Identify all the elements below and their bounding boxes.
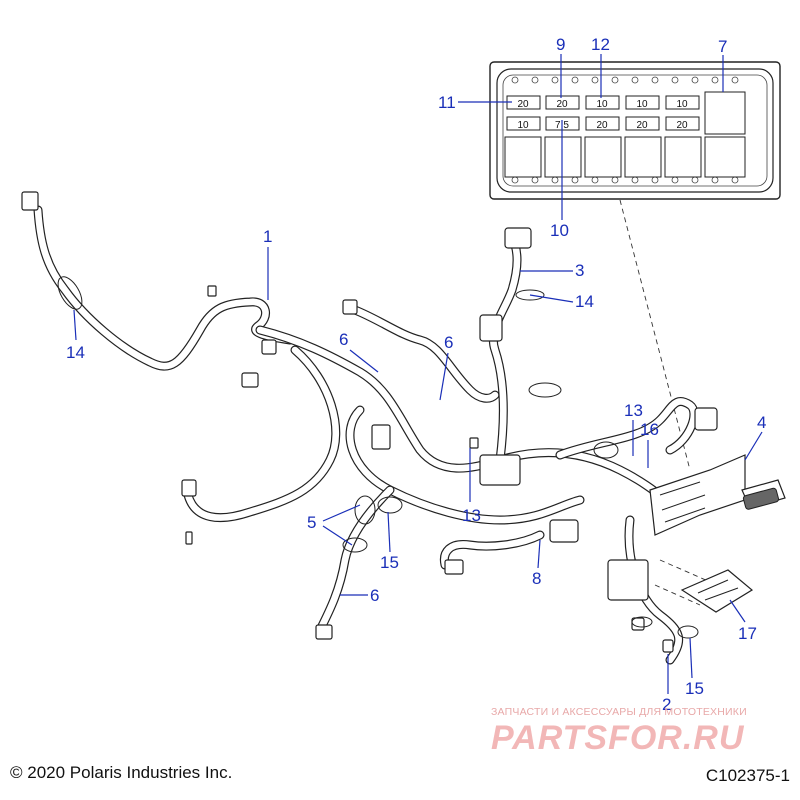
- fuse-label-r1-3: 10: [596, 99, 608, 110]
- callout-11: 11: [438, 93, 456, 112]
- watermark-logo: PARTSFOR.RU: [491, 719, 745, 757]
- callout-5: 5: [307, 513, 316, 532]
- callout-10: 10: [550, 221, 569, 240]
- main-harness: [33, 205, 699, 665]
- harness-connectors: [21, 191, 718, 653]
- copyright-text: © 2020 Polaris Industries Inc.: [10, 763, 233, 782]
- fuse-label-r2-5: 20: [676, 120, 688, 131]
- fuse-label-r1-1: 20: [517, 99, 529, 110]
- callout-9: 9: [556, 35, 565, 54]
- callout-2: 2: [662, 695, 671, 714]
- fuse-label-r2-4: 20: [636, 120, 648, 131]
- fuse-label-r1-4: 10: [636, 99, 648, 110]
- callout-17: 17: [738, 624, 757, 643]
- fuse-slots: [504, 91, 746, 178]
- callout-14b: 14: [575, 292, 594, 311]
- callout-13a: 13: [462, 506, 481, 525]
- callout-7: 7: [718, 37, 727, 56]
- callout-4: 4: [757, 413, 766, 432]
- clamps: [57, 276, 699, 639]
- callout-3: 3: [575, 261, 584, 280]
- fuse-label-r1-2: 20: [556, 99, 568, 110]
- detail-projection-line: [619, 199, 691, 471]
- callout-12: 12: [591, 35, 610, 54]
- fuse-label-r2-3: 20: [596, 120, 608, 131]
- callout-15b: 15: [685, 679, 704, 698]
- callout-6c: 6: [370, 586, 379, 605]
- callout-6b: 6: [444, 333, 453, 352]
- callout-15a: 15: [380, 553, 399, 572]
- fuse-relay-box: [649, 454, 786, 536]
- callouts: 7 9 12 11 10 1 3 14 14 6 6 13 16 4 13 5 …: [66, 35, 766, 714]
- callout-14a: 14: [66, 343, 85, 362]
- fuse-label-r1-5: 10: [676, 99, 688, 110]
- figure-id: C102375-1: [705, 766, 790, 785]
- watermark-tagline: ЗАПЧАСТИ И АКСЕССУАРЫ ДЛЯ МОТОТЕХНИКИ: [491, 706, 747, 718]
- mounting-bracket: [680, 569, 754, 613]
- callout-16: 16: [640, 420, 659, 439]
- fuse-label-r2-1: 10: [517, 120, 529, 131]
- callout-6a: 6: [339, 330, 348, 349]
- callout-13b: 13: [624, 401, 643, 420]
- callout-1: 1: [263, 227, 272, 246]
- fuse-box-detail: 20 20 10 10 10 10 7.5 20 20 20: [489, 61, 781, 200]
- callout-8: 8: [532, 569, 541, 588]
